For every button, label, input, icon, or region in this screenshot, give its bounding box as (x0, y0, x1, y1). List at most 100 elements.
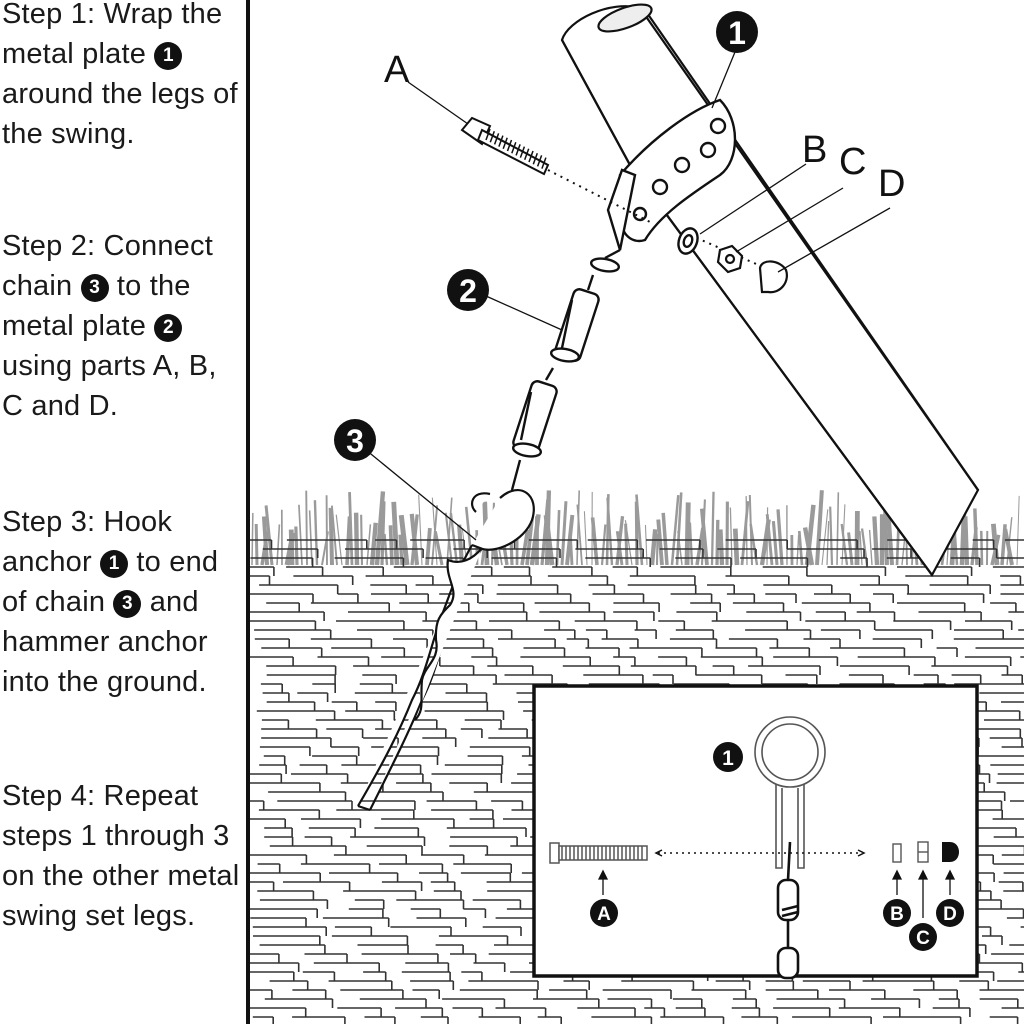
grass-blade (606, 497, 614, 566)
bolt-thread (485, 128, 491, 141)
grass-blade (836, 492, 840, 566)
grass-blade (600, 524, 607, 566)
label-b: B (802, 129, 827, 171)
bolt-thread (498, 135, 504, 147)
grass-blade (576, 490, 581, 566)
bolt-thread (541, 157, 547, 169)
grass-blade (796, 534, 800, 566)
inset-arrows (597, 869, 956, 918)
inset-detail: 1 A B C D (532, 684, 979, 980)
inset-label-b-text: B (890, 904, 904, 925)
grass-blade (288, 529, 295, 566)
grass-blade (264, 505, 274, 566)
grass-blade (677, 531, 683, 566)
diagram-svg: 1 2 3 A B C D (250, 3, 1024, 1024)
grass-blade (431, 497, 438, 566)
grass-blade (398, 514, 410, 566)
grass-blade (457, 524, 465, 566)
grass-blade (294, 526, 299, 566)
inset-callout-1: 1 (713, 742, 743, 772)
grass-blade (555, 509, 561, 566)
grass-blade (305, 490, 308, 566)
inset-label-c: C (909, 923, 937, 951)
grass-blade (990, 523, 1000, 566)
bolt-thread (536, 155, 543, 167)
grass-blade (821, 509, 829, 566)
step-2-text: Step 2: Connect chain 3 to the metal pla… (2, 226, 242, 426)
step-3-text-b: to end of chain (2, 546, 219, 618)
grass-blade (391, 501, 400, 566)
grass-blade (655, 533, 659, 566)
grass-blade (872, 516, 880, 566)
grass-blade (802, 527, 815, 566)
step-2-text-a: Step 2: Connect chain (2, 230, 213, 302)
callout-3: 3 (334, 419, 376, 461)
step-2-badge-a: 3 (80, 274, 109, 302)
inset-nut-c (917, 841, 929, 863)
bolt-thread (519, 146, 526, 158)
label-a: A (384, 49, 410, 91)
inset-callout-1-label: 1 (722, 747, 734, 770)
callout-2-label: 2 (459, 273, 477, 309)
grass-blade (776, 509, 784, 566)
inset-label-a-text: A (597, 904, 611, 925)
bolt-thread (506, 139, 513, 152)
grass-blade (576, 504, 583, 566)
callout-1-label: 1 (728, 15, 746, 51)
step-2-text-c: using parts A, B, C and D. (2, 350, 217, 422)
inset-label-d-text: D (943, 904, 957, 925)
grass-blade (520, 529, 530, 566)
grass-blade (353, 512, 360, 566)
grass-blade (254, 523, 259, 566)
step-1-text-b: around the legs of the swing. (2, 78, 238, 150)
inset-label-b: B (883, 899, 911, 927)
inset-label-c-text: C (916, 928, 930, 949)
grass-blade (649, 529, 658, 566)
bolt-thread (515, 144, 521, 156)
step-3-text-a: Step 3: Hook anchor (2, 506, 173, 578)
grass-blade (380, 501, 386, 566)
inset-cap-d (942, 842, 959, 862)
step-3-text: Step 3: Hook anchor 1 to end of chain 3 … (2, 502, 242, 702)
cap-d (758, 260, 788, 294)
grass-blade (449, 512, 459, 566)
washer-b (677, 227, 699, 255)
inset-washer-b (892, 843, 902, 863)
grass-blade (308, 510, 313, 566)
grass-blade (433, 531, 444, 566)
grass-blade (644, 524, 648, 566)
grass-blade (418, 494, 423, 566)
grass-blade (710, 491, 715, 566)
grass-blade (684, 502, 691, 566)
grass-blade (615, 530, 624, 566)
grass-blade (973, 508, 979, 566)
nut-c (716, 244, 744, 274)
instructions-panel: Step 1: Wrap the metal plate 1 around th… (0, 0, 246, 1024)
grass-blade (797, 530, 804, 566)
bolt-thread (523, 148, 530, 161)
grass-blade (298, 504, 303, 566)
grass-blade (860, 528, 869, 566)
metal-plate (606, 98, 737, 251)
callout-1: 1 (716, 11, 758, 53)
grass-blade (590, 517, 599, 566)
step-1-badge: 1 (154, 42, 183, 70)
leader-lines (365, 51, 891, 541)
grass-blade (634, 501, 639, 566)
grass-blade (980, 530, 984, 566)
assembly-diagram: 1 2 3 A B C D (250, 0, 1024, 1024)
step-4-text: Step 4: Repeat steps 1 through 3 on the … (2, 776, 242, 936)
grass-blade (374, 491, 386, 566)
grass-blade (815, 490, 824, 566)
grass-blade (829, 506, 834, 566)
step-2-badge-b: 2 (154, 314, 183, 342)
inset-bolt-a (549, 842, 866, 864)
grass-blade (568, 532, 574, 566)
step-3-badge-b: 3 (113, 590, 142, 618)
callout-2: 2 (447, 269, 489, 311)
step-2-text-b: to the metal plate (2, 270, 191, 342)
step-3-badge-a: 1 (100, 550, 129, 578)
inset-label-d: D (936, 899, 964, 927)
grass-blade (670, 494, 680, 566)
bolt-thread (489, 130, 496, 143)
